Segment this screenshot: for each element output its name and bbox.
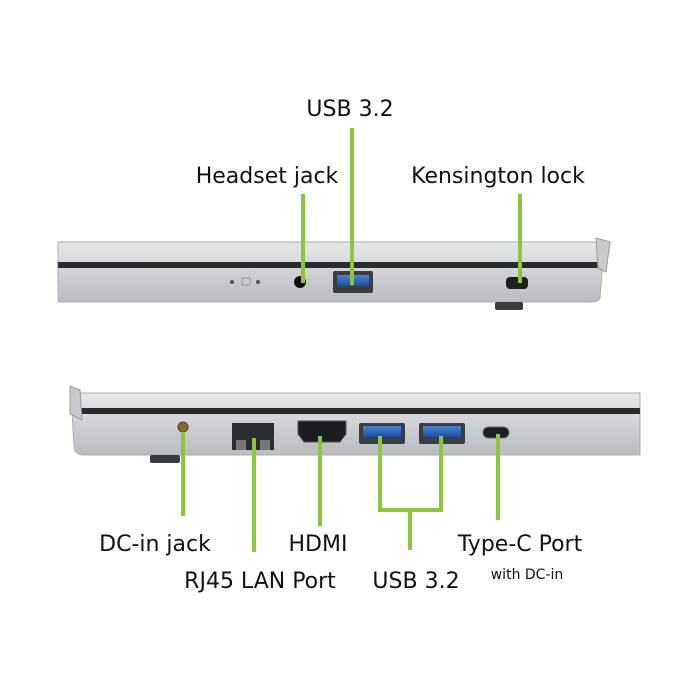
label-usb-right: USB 3.2 (306, 97, 393, 122)
hdmi-port (297, 420, 347, 443)
status-led-icons (230, 277, 260, 286)
kensington-lock-slot (506, 277, 528, 289)
label-kensington-lock: Kensington lock (411, 164, 585, 189)
laptop-right-side: USB 3.2 Headset jack Kensington lock (57, 97, 611, 310)
label-rj45-lan-port: RJ45 LAN Port (184, 569, 336, 594)
label-dc-in-jack: DC-in jack (99, 532, 211, 557)
label-hdmi: HDMI (289, 532, 348, 557)
label-type-c-port: Type-C Port (457, 532, 583, 557)
label-type-c-subtitle: with DC-in (491, 567, 564, 583)
label-usb-left: USB 3.2 (372, 569, 459, 594)
dc-in-jack (177, 421, 189, 433)
laptop-left-side: DC-in jack RJ45 LAN Port HDMI USB 3.2 Ty… (69, 385, 641, 594)
label-headset-jack: Headset jack (196, 164, 339, 189)
